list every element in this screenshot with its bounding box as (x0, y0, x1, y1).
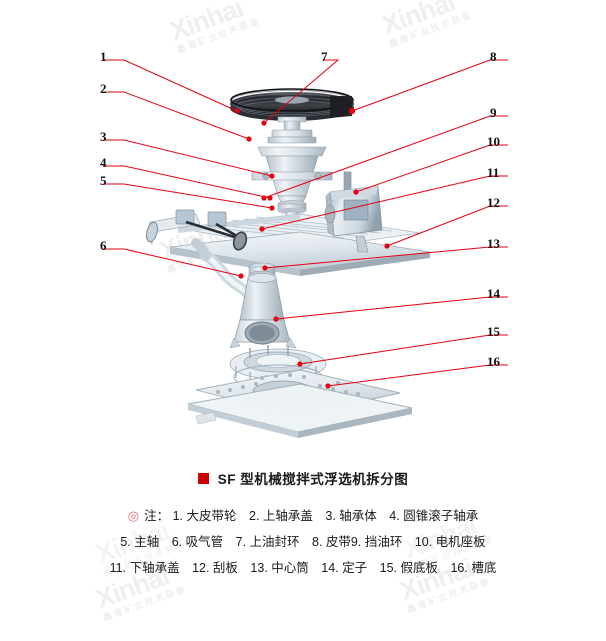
parts-legend: ◎ 注： 1. 大皮带轮 2. 上轴承盖 3. 轴承体 4. 圆锥滚子轴承 5. … (0, 503, 606, 581)
red-square-bullet-icon (197, 472, 209, 484)
parts-legend-line-1-text: 注： 1. 大皮带轮 2. 上轴承盖 3. 轴承体 4. 圆锥滚子轴承 (144, 509, 479, 523)
leader-endpoint-dots (234, 107, 390, 389)
parts-legend-line-1: ◎ 注： 1. 大皮带轮 2. 上轴承盖 3. 轴承体 4. 圆锥滚子轴承 (0, 503, 606, 529)
part-tapered-roller-bearing (277, 200, 307, 215)
callout-number-13[interactable]: 13 (487, 236, 500, 251)
callout-number-11[interactable]: 11 (487, 165, 500, 180)
callout-number-6[interactable]: 6 (100, 238, 107, 253)
callout-number-7[interactable]: 7 (321, 49, 328, 64)
part-tank-bottom (187, 383, 413, 438)
part-upper-bearing-cap (267, 116, 317, 144)
callout-number-16[interactable]: 16 (487, 354, 500, 369)
callout-number-15[interactable]: 15 (487, 324, 500, 339)
note-circle-icon: ◎ (127, 508, 140, 523)
callout-number-9[interactable]: 9 (490, 105, 497, 120)
part-center-cylinder (229, 273, 297, 349)
part-belt-pulley-group (230, 88, 354, 121)
leader-lines (103, 59, 508, 387)
callout-number-2[interactable]: 2 (100, 81, 107, 96)
callout-number-3[interactable]: 3 (100, 129, 107, 144)
parts-legend-line-2: 5. 主轴 6. 吸气管 7. 上油封环 8. 皮带9. 挡油环 10. 电机座… (120, 535, 486, 549)
flotation-machine-exploded-drawing (103, 59, 508, 438)
part-scraper (145, 209, 248, 251)
part-motor (324, 171, 383, 253)
callout-number-14[interactable]: 14 (487, 286, 500, 301)
figure-title-row: SF 型机械搅拌式浮选机拆分图 (0, 468, 606, 488)
callout-number-8[interactable]: 8 (490, 49, 497, 64)
parts-legend-line-3: 11. 下轴承盖 12. 刮板 13. 中心筒 14. 定子 15. 假底板 1… (109, 561, 497, 575)
figure-title: SF 型机械搅拌式浮选机拆分图 (217, 472, 409, 487)
callout-number-4[interactable]: 4 (100, 155, 107, 170)
callout-number-12[interactable]: 12 (487, 195, 500, 210)
callout-number-5[interactable]: 5 (100, 173, 107, 188)
callout-number-10[interactable]: 10 (487, 134, 500, 149)
callout-number-1[interactable]: 1 (100, 49, 107, 64)
